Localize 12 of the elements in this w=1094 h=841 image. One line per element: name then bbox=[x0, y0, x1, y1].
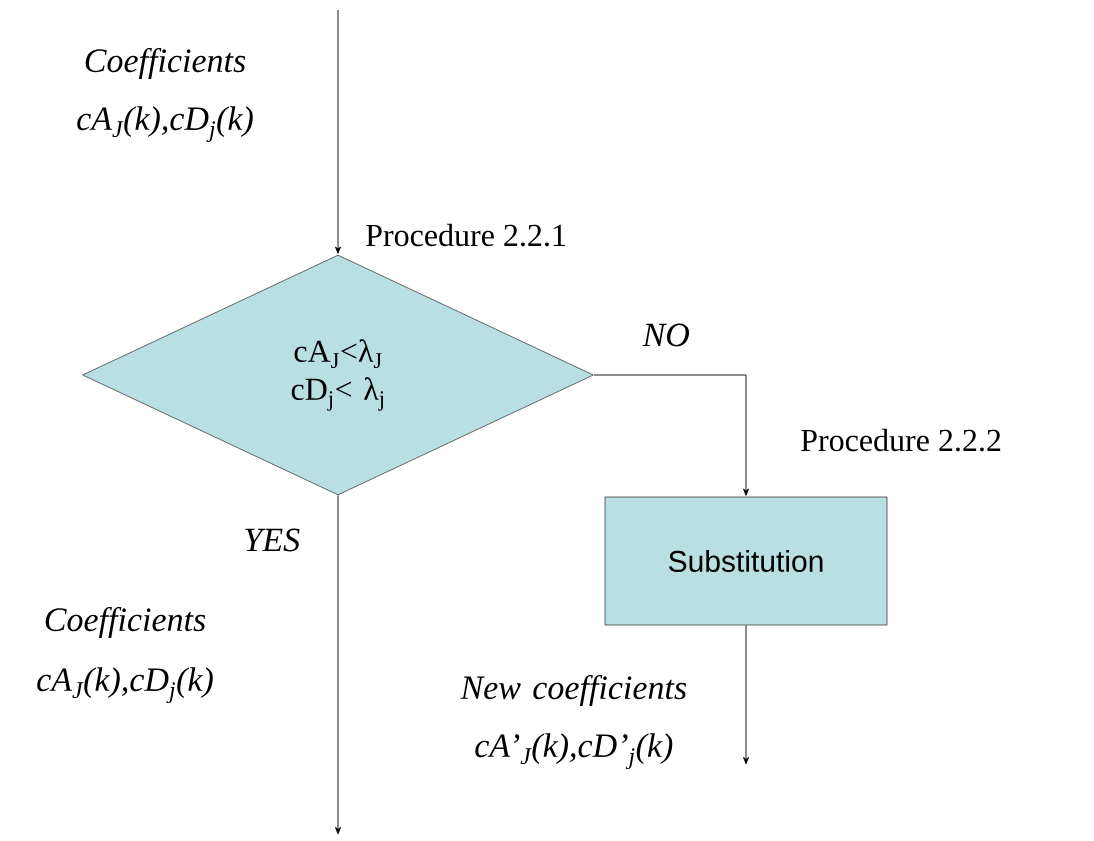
arrow bbox=[335, 9, 341, 254]
edge-label: NO bbox=[642, 323, 690, 347]
procedure-label: Procedure 2.2.1 bbox=[366, 223, 565, 247]
edge-label: New coefficients cA’$_{J}$(k),cD’$_{j}$(k) bbox=[460, 674, 687, 770]
edge-label: YES bbox=[245, 528, 300, 552]
edge-label: Coefficients cA$_{J}$(k),cD$_{j}$(k) bbox=[77, 47, 253, 143]
flow-label: Coefficients cA$_{J}$(k),cD$_{j}$(k) bbox=[37, 606, 213, 704]
arrow bbox=[335, 494, 341, 835]
arrow bbox=[593, 374, 749, 496]
arrow bbox=[743, 624, 749, 765]
procedure-label: Procedure 2.2.2 bbox=[801, 428, 1001, 452]
process-box: Substitution bbox=[604, 496, 888, 626]
